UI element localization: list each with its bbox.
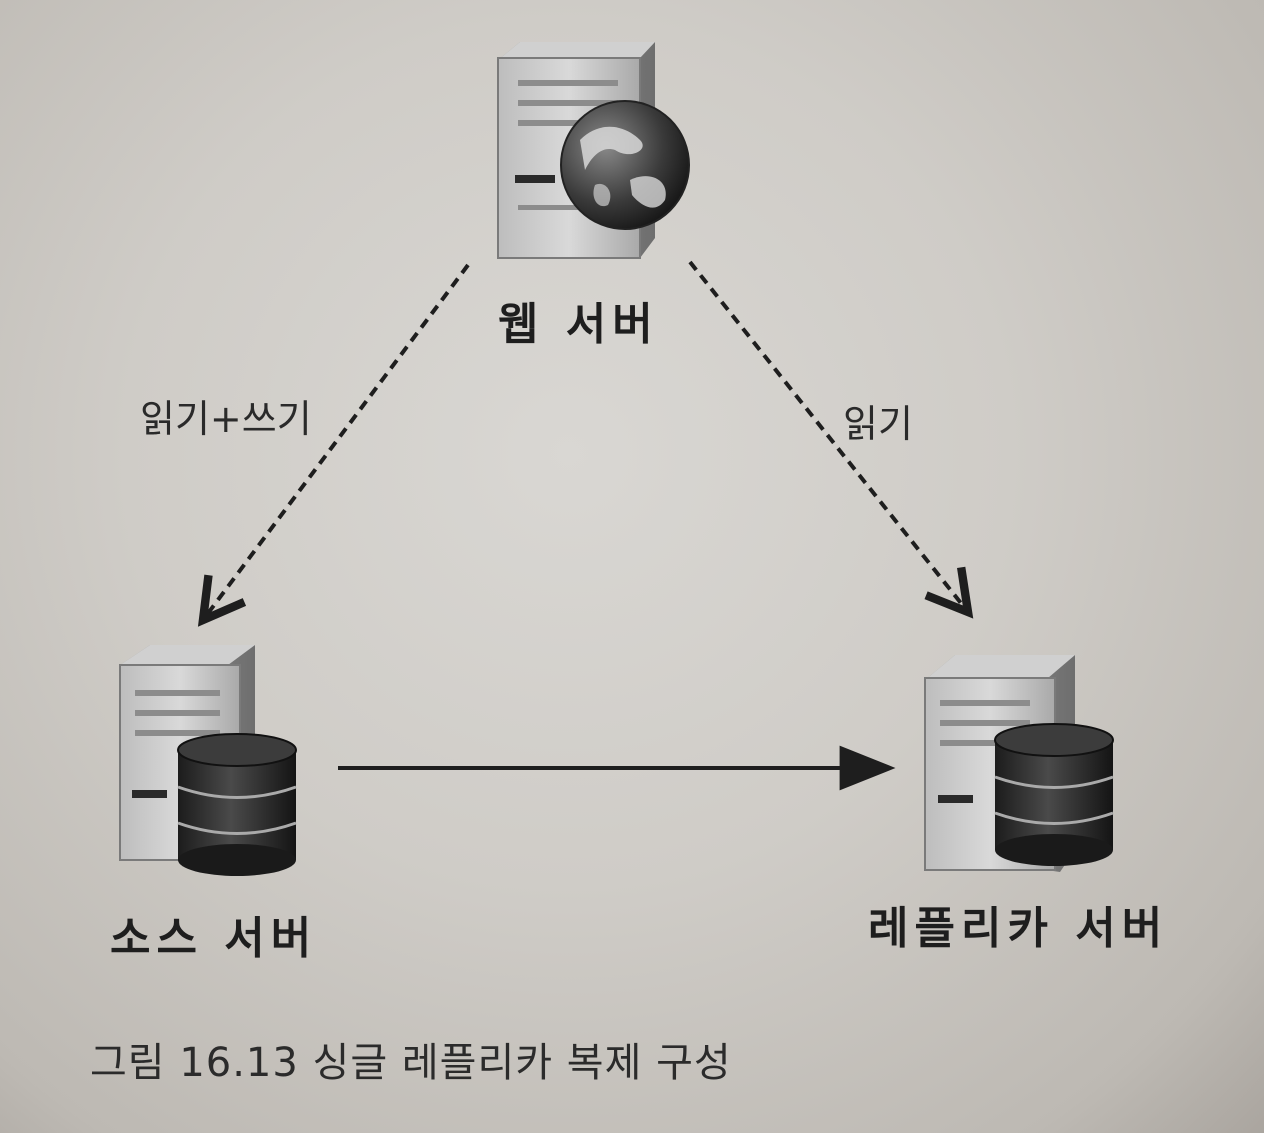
source-server-label: 소스 서버	[110, 913, 318, 964]
replica-server-label: 레플리카 서버	[868, 903, 1169, 954]
database-icon	[177, 733, 297, 876]
edge-web-to-source	[197, 263, 470, 627]
replica-server-icon	[924, 655, 1114, 872]
figure-caption: 그림 16.13 싱글 레플리카 복제 구성	[90, 1040, 732, 1086]
edge-label-read: 읽기	[843, 402, 913, 446]
web-server-label: 웹 서버	[498, 299, 659, 350]
edge-label-read-write: 읽기+쓰기	[140, 397, 312, 441]
edge-web-to-replica	[688, 260, 974, 619]
database-icon	[994, 723, 1114, 866]
source-server-icon	[119, 645, 297, 876]
web-server-globe-icon	[497, 42, 690, 259]
